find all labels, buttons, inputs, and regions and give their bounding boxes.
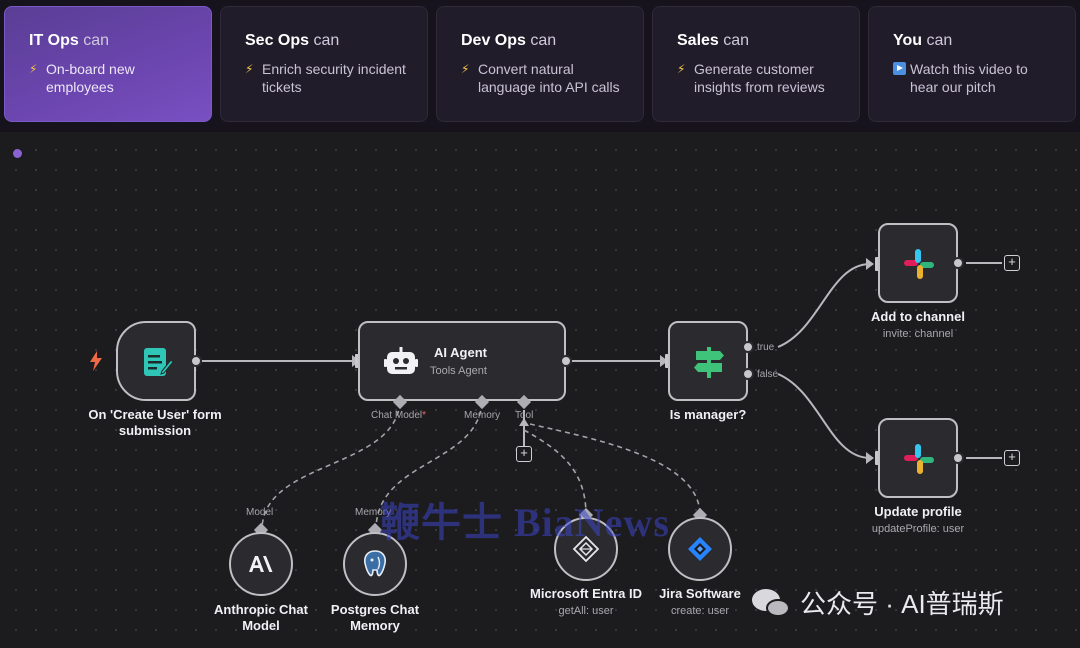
update-profile-label: Update profile	[874, 504, 962, 519]
play-icon	[893, 62, 906, 75]
tab-sec-ops[interactable]: Sec Ops can ⚡Enrich security incident ti…	[220, 6, 428, 122]
tab-dev-ops[interactable]: Dev Ops can ⚡Convert natural language in…	[436, 6, 644, 122]
trigger-bolt-icon	[90, 351, 102, 371]
add-tool-button[interactable]: +	[516, 446, 532, 462]
update-profile-output-handle[interactable]	[952, 452, 964, 464]
form-icon	[144, 348, 174, 376]
node-postgres-chat-memory[interactable]	[343, 532, 407, 596]
anthropic-label: Anthropic Chat Model	[214, 602, 308, 633]
tab-description: Generate customer insights from reviews	[694, 61, 825, 95]
signpost-icon	[694, 347, 724, 378]
model-port-label: Model	[246, 507, 274, 518]
jira-sublabel: create: user	[670, 605, 730, 617]
if-label: Is manager?	[669, 407, 747, 422]
agent-subtitle: Tools Agent	[430, 365, 487, 377]
node-form-trigger[interactable]	[116, 321, 196, 401]
slack-icon	[904, 444, 934, 474]
jira-icon	[688, 537, 712, 561]
node-update-profile[interactable]	[878, 418, 958, 498]
node-ai-agent[interactable]: AI Agent Tools Agent	[358, 321, 566, 401]
jira-label: Jira Software	[659, 586, 741, 601]
node-jira-software[interactable]	[668, 517, 732, 581]
node-microsoft-entra-id[interactable]	[554, 517, 618, 581]
false-branch-label: false	[757, 369, 779, 380]
chat-model-port-label: Chat Model*	[371, 410, 427, 421]
memory-node-port-label: Memory	[355, 507, 392, 518]
bolt-icon: ⚡	[677, 62, 686, 76]
add-channel-output-handle[interactable]	[952, 257, 964, 269]
entra-label: Microsoft Entra ID	[530, 586, 642, 601]
entra-sublabel: getAll: user	[558, 605, 614, 617]
tab-it-ops[interactable]: IT Ops can ⚡On-board new employees	[4, 6, 212, 122]
anthropic-icon	[249, 556, 273, 572]
update-profile-sublabel: updateProfile: user	[871, 523, 965, 535]
node-anthropic-chat-model[interactable]	[229, 532, 293, 596]
tab-title: You	[893, 32, 923, 49]
add-channel-sublabel: invite: channel	[882, 328, 954, 340]
tab-description: Watch this video to hear our pitch	[910, 61, 1028, 95]
tab-title: Sec Ops	[245, 32, 310, 49]
memory-port-label: Memory	[464, 410, 501, 421]
tab-title: Dev Ops	[461, 32, 526, 49]
node-add-to-channel[interactable]	[878, 223, 958, 303]
use-case-tabs: IT Ops can ⚡On-board new employees Sec O…	[0, 0, 1080, 132]
tab-title: Sales	[677, 32, 719, 49]
status-dot	[13, 149, 22, 158]
trigger-label: On 'Create User' form submission	[88, 407, 222, 438]
true-branch-label: true	[757, 342, 775, 353]
wechat-account-name: 公众号 · AI普瑞斯	[800, 589, 1004, 619]
robot-icon	[384, 347, 418, 374]
trigger-output-handle[interactable]	[190, 355, 202, 367]
tab-you[interactable]: You can Watch this video to hear our pit…	[868, 6, 1076, 122]
add-channel-label: Add to channel	[871, 309, 965, 324]
tab-title: IT Ops	[29, 32, 79, 49]
add-node-after-channel-button[interactable]: +	[1004, 255, 1020, 271]
bolt-icon: ⚡	[461, 62, 470, 76]
bolt-icon: ⚡	[245, 62, 254, 76]
add-node-after-profile-button[interactable]: +	[1004, 450, 1020, 466]
postgres-label: Postgres Chat Memory	[330, 602, 420, 633]
postgres-icon	[364, 550, 386, 577]
tab-description: Convert natural language into API calls	[478, 61, 620, 95]
if-false-handle[interactable]	[742, 368, 754, 380]
if-true-handle[interactable]	[742, 341, 754, 353]
tab-description: Enrich security incident tickets	[262, 61, 406, 95]
tool-port-label: Tool	[515, 410, 534, 421]
tab-description: On-board new employees	[46, 61, 135, 95]
tab-sales[interactable]: Sales can ⚡Generate customer insights fr…	[652, 6, 860, 122]
agent-output-handle[interactable]	[560, 355, 572, 367]
wechat-icon	[752, 587, 792, 619]
entra-icon	[572, 535, 600, 563]
watermark-text: 鞭牛士 BiaNews	[380, 500, 670, 545]
node-is-manager[interactable]	[668, 321, 748, 401]
agent-title: AI Agent	[434, 345, 487, 360]
wechat-account: 公众号 · AI普瑞斯	[752, 584, 1004, 621]
bolt-icon: ⚡	[29, 62, 38, 76]
slack-icon	[904, 249, 934, 279]
